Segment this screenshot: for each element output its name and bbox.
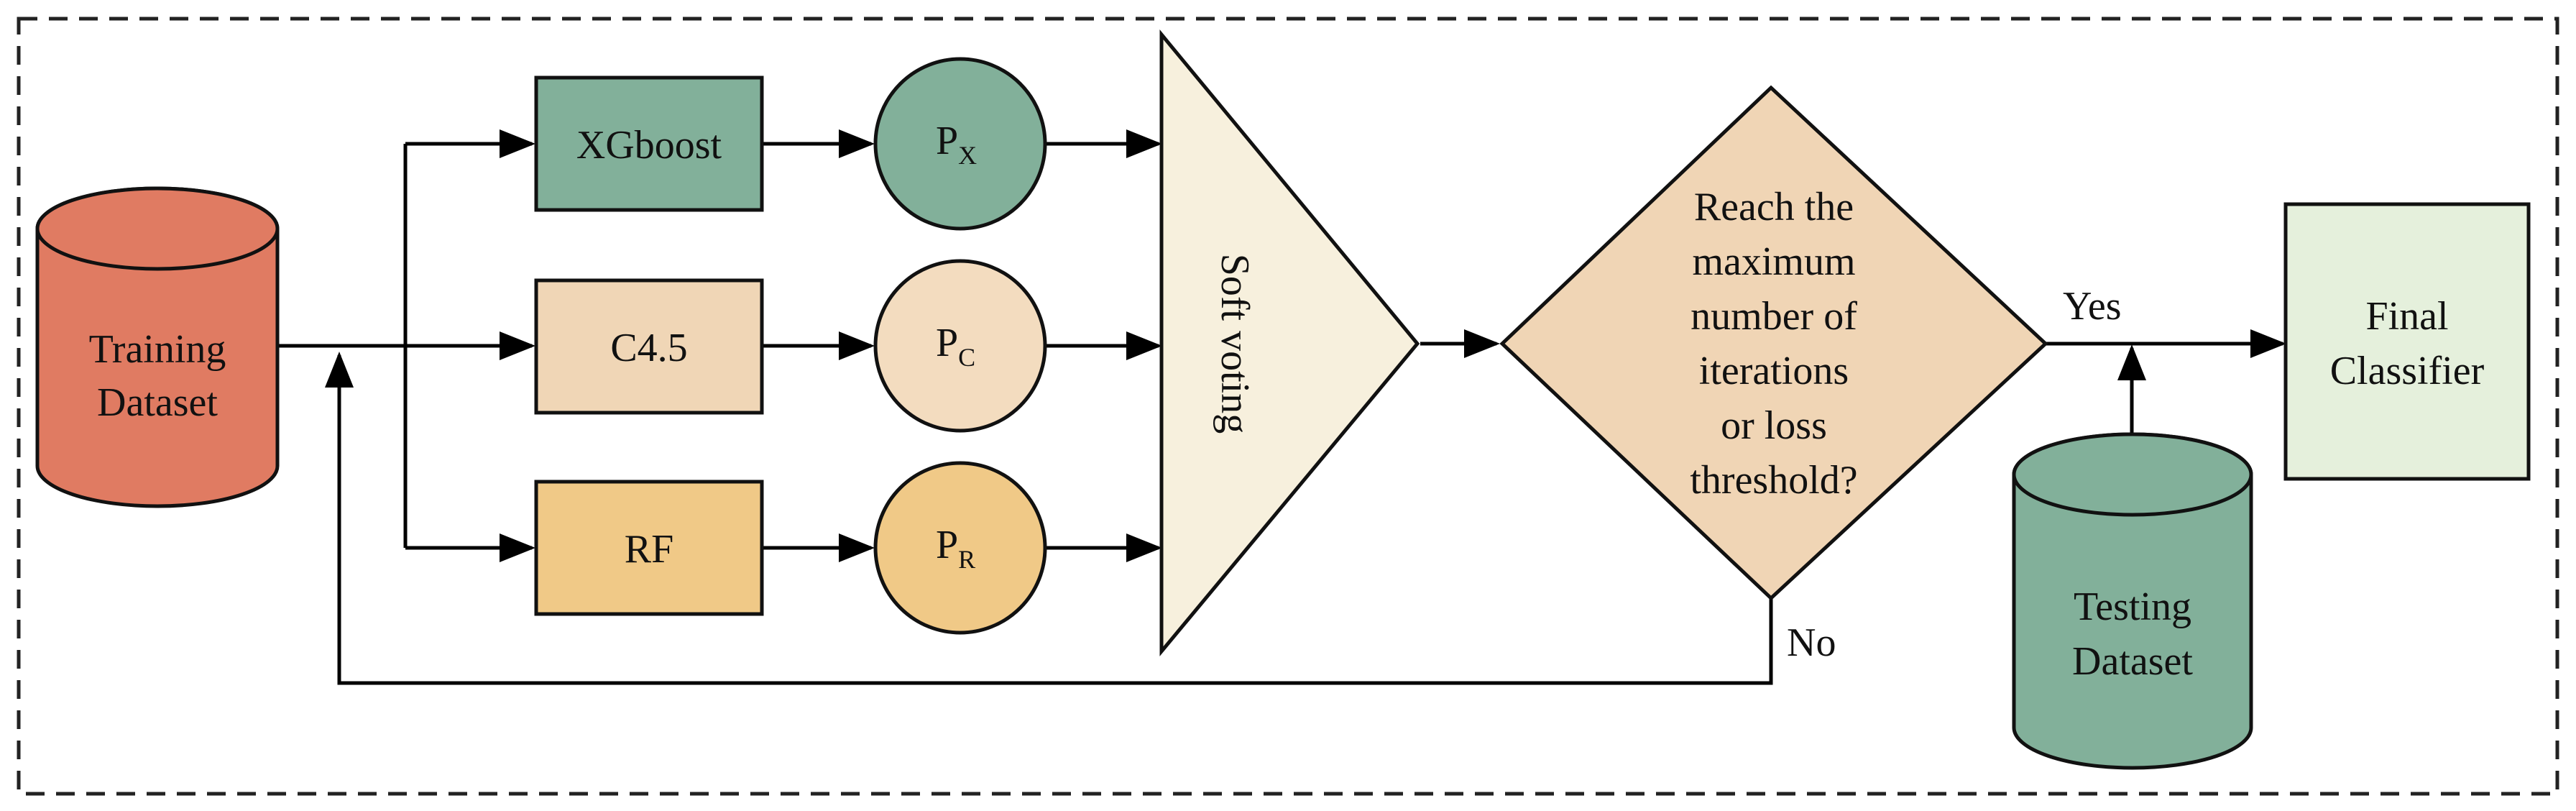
- training-dataset-top: [35, 186, 280, 271]
- training-dataset-cylinder: Training Dataset: [35, 186, 280, 508]
- training-dataset-label-1: Training: [89, 327, 226, 372]
- xgboost-label: XGboost: [576, 123, 722, 168]
- decision-diamond: [1499, 85, 2048, 601]
- rf-label: RF: [625, 527, 674, 572]
- soft-voting-label: Soft voting: [1213, 254, 1257, 434]
- decision-node: Reach the maximum number of iterations o…: [1499, 85, 2048, 601]
- yes-label: Yes: [2063, 284, 2121, 329]
- soft-voting-node: Soft voting: [1159, 29, 1420, 656]
- xgboost-box: XGboost: [534, 75, 764, 212]
- decision-label-3: number of: [1690, 294, 1857, 339]
- rf-rect: [534, 480, 764, 616]
- pr-label: PR: [936, 523, 975, 574]
- edge-no-feedback: [325, 352, 1773, 685]
- px-circle: [873, 57, 1047, 231]
- pc-label: PC: [936, 321, 975, 372]
- xgboost-rect: [534, 75, 764, 212]
- pr-circle: [873, 461, 1047, 635]
- testing-dataset-label-2: Dataset: [2072, 639, 2193, 684]
- final-classifier-box: Final Classifier: [2283, 202, 2531, 481]
- final-classifier-label-1: Final: [2365, 294, 2448, 339]
- dashed-frame: [17, 17, 2559, 796]
- no-label: No: [1787, 620, 1836, 665]
- decision-label-2: maximum: [1692, 239, 1855, 284]
- c45-rect: [534, 278, 764, 415]
- px-node: PX: [873, 57, 1047, 231]
- decision-label-1: Reach the: [1694, 185, 1854, 229]
- decision-label-6: threshold?: [1690, 458, 1857, 503]
- testing-dataset-cylinder: Testing Dataset: [2012, 432, 2253, 770]
- edges: [279, 129, 2286, 685]
- rf-box: RF: [534, 480, 764, 616]
- decision-label-4: iterations: [1699, 349, 1849, 393]
- final-classifier-rect: [2283, 202, 2531, 481]
- px-label: PX: [936, 119, 977, 170]
- final-classifier-label-2: Classifier: [2330, 349, 2485, 393]
- soft-voting-triangle: [1159, 29, 1420, 656]
- testing-dataset-top: [2012, 432, 2253, 517]
- c45-box: C4.5: [534, 278, 764, 415]
- testing-dataset-label-1: Testing: [2074, 585, 2191, 629]
- pr-node: PR: [873, 461, 1047, 635]
- c45-label: C4.5: [610, 326, 687, 370]
- pc-circle: [873, 259, 1047, 433]
- decision-label-5: or loss: [1721, 403, 1827, 448]
- training-dataset-label-2: Dataset: [97, 380, 218, 425]
- pc-node: PC: [873, 259, 1047, 433]
